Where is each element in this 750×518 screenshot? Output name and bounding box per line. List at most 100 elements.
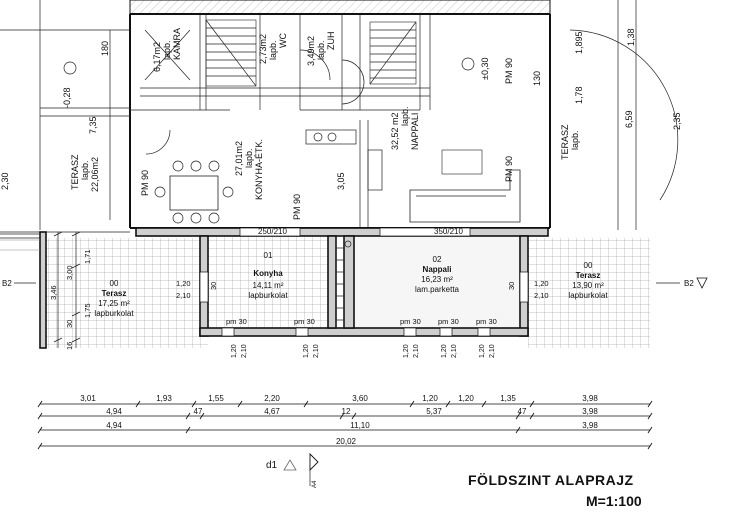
stairs bbox=[144, 19, 417, 87]
pm90-b: PM 90 bbox=[504, 58, 514, 84]
win-b3-h: 2,10 bbox=[413, 344, 420, 358]
left-dim-175: 1,75 bbox=[83, 303, 92, 318]
pm-3: pm 30 bbox=[400, 317, 421, 326]
elevation-label: d1 bbox=[266, 460, 278, 471]
dim-r2-7: 3,98 bbox=[582, 407, 598, 416]
dim-178: 1,78 bbox=[574, 86, 584, 104]
dim-r1-4: 2,20 bbox=[264, 394, 280, 403]
room-terrace-right-floor: lapburkolat bbox=[568, 291, 608, 300]
win-b1-w: 1,20 bbox=[231, 344, 238, 358]
room-living-num: 02 bbox=[433, 255, 442, 264]
room-kitchen: 01 Konyha 14,11 m² lapburkolat bbox=[248, 251, 288, 300]
konyha-etk-upper-label: KONYHA-ÉTK. bbox=[254, 139, 264, 200]
zuh-upper-area: 3,49m2 bbox=[306, 36, 316, 66]
left-dim-16: 16 bbox=[65, 342, 74, 350]
pm90-d: PM 90 bbox=[292, 194, 302, 220]
dim-180: 180 bbox=[100, 41, 110, 56]
dim-r1-7: 1,20 bbox=[458, 394, 474, 403]
pm-1: pm 30 bbox=[226, 317, 247, 326]
left-dim-chain: 1,71 3,00 3,46 1,75 30 16 bbox=[49, 231, 92, 350]
window-right-h: 2,10 bbox=[534, 291, 549, 300]
opening-top-left: 250/210 bbox=[258, 227, 287, 236]
drawing-scale: M=1:100 bbox=[586, 493, 642, 509]
wc-upper-area: 2,73m2 bbox=[258, 34, 268, 64]
dim-735: 7,35 bbox=[88, 116, 98, 134]
room-terrace-left-name: Terasz bbox=[102, 289, 127, 298]
dim-1895: 1,895 bbox=[574, 31, 584, 54]
dim-130: 130 bbox=[532, 71, 542, 86]
zuh-upper-sub: lapb. bbox=[316, 40, 326, 60]
terasz-upper-label: TERASZ bbox=[70, 154, 80, 190]
room-kitchen-area: 14,11 m² bbox=[253, 281, 284, 290]
dim-r1-8: 1,35 bbox=[500, 394, 516, 403]
win-b3-w: 1,20 bbox=[403, 344, 410, 358]
kamra-upper-label: KAMRA bbox=[172, 28, 182, 60]
win-b2-w: 1,20 bbox=[303, 344, 310, 358]
dim-r1-5: 3,60 bbox=[352, 394, 368, 403]
section-label-left: B2 bbox=[2, 279, 12, 288]
dim-235: 2,35 bbox=[672, 112, 682, 130]
room-living-floor: lam.parketta bbox=[415, 285, 460, 294]
pm90-c: PM 90 bbox=[504, 156, 514, 182]
win-b1-h: 2,10 bbox=[241, 344, 248, 358]
win-b4-w: 1,20 bbox=[441, 344, 448, 358]
wc-upper-label: WC bbox=[278, 33, 288, 48]
dim-659: 6,59 bbox=[624, 110, 634, 128]
room-terrace-left: 00 Terasz 17,25 m² lapburkolat bbox=[94, 279, 134, 318]
section-label-right: B2 bbox=[684, 279, 694, 288]
terrace-right-area bbox=[528, 238, 650, 348]
living-floor bbox=[354, 236, 520, 328]
room-terrace-right-name: Terasz bbox=[576, 271, 601, 280]
left-dim-171: 1,71 bbox=[83, 249, 92, 264]
kamra-upper-sub: lapb. bbox=[162, 40, 172, 60]
kitchen-floor bbox=[208, 236, 328, 328]
terasz-right-upper-sub: lapb. bbox=[570, 130, 580, 150]
level-030: ±0,30 bbox=[480, 58, 490, 80]
dim-r2-5: 5,37 bbox=[426, 407, 442, 416]
dim-305: 3,05 bbox=[336, 172, 346, 190]
nappali-upper-sub: lapb. bbox=[400, 106, 410, 126]
room-terrace-left-floor: lapburkolat bbox=[94, 309, 134, 318]
win-b4-h: 2,10 bbox=[451, 344, 458, 358]
nappali-upper-label: NAPPALI bbox=[410, 113, 420, 150]
pm-5: pm 30 bbox=[476, 317, 497, 326]
dim-230: 2,30 bbox=[0, 172, 10, 190]
dim-r1-1: 3,01 bbox=[80, 394, 96, 403]
win-b5-w: 1,20 bbox=[479, 344, 486, 358]
section-marker-left: B2 bbox=[2, 279, 36, 288]
kamra-upper-area: 6,17m2 bbox=[152, 42, 162, 72]
wc-upper-sub: lapb. bbox=[268, 40, 278, 60]
room-living-area: 16,23 m² bbox=[421, 275, 453, 284]
elevation-sub: A4 bbox=[312, 480, 318, 488]
title-block: FÖLDSZINT ALAPRAJZ M=1:100 bbox=[468, 472, 642, 509]
room-kitchen-num: 01 bbox=[264, 251, 273, 260]
dim-r2-4: 12 bbox=[342, 407, 351, 416]
dim-r2-3: 4,67 bbox=[264, 407, 280, 416]
room-terrace-left-area: 17,25 m² bbox=[98, 299, 130, 308]
konyha-upper-area: 27,01m2 bbox=[234, 141, 244, 176]
dimension-rows: 3,01 1,93 1,55 2,20 3,60 1,20 1,20 1,35 … bbox=[37, 394, 653, 450]
terrace-left-area bbox=[40, 238, 208, 348]
window-left-h: 2,10 bbox=[176, 291, 191, 300]
room-kitchen-floor: lapburkolat bbox=[248, 291, 288, 300]
dim-r1-3: 1,55 bbox=[208, 394, 224, 403]
room-terrace-right-num: 00 bbox=[584, 261, 593, 270]
left-dim-300: 3,00 bbox=[65, 265, 74, 280]
room-terrace-right: 00 Terasz 13,90 m² lapburkolat bbox=[568, 261, 608, 300]
pm90-a: PM 90 bbox=[140, 170, 150, 196]
dim-r4-1: 20,02 bbox=[336, 437, 357, 446]
konyha-upper-sub: lapb. bbox=[244, 148, 254, 168]
dim-138: 1,38 bbox=[626, 28, 636, 46]
room-terrace-right-area: 13,90 m² bbox=[572, 281, 604, 290]
dim-r2-1: 4,94 bbox=[106, 407, 122, 416]
drawing-title: FÖLDSZINT ALAPRAJZ bbox=[468, 472, 634, 488]
upper-plan: TERASZ lapb. 22,06m2 KONYHA-ÉTK. lapb. 2… bbox=[0, 0, 682, 233]
window-left-30: 30 bbox=[209, 282, 218, 290]
dim-r1-9: 3,98 bbox=[582, 394, 598, 403]
windows bbox=[199, 227, 529, 337]
dim-r2-6: 47 bbox=[518, 407, 527, 416]
dim-r2-2: 47 bbox=[194, 407, 203, 416]
nappali-upper-area: 32,52 m2 bbox=[390, 112, 400, 150]
elevation-marker: d1 A4 bbox=[266, 452, 319, 488]
